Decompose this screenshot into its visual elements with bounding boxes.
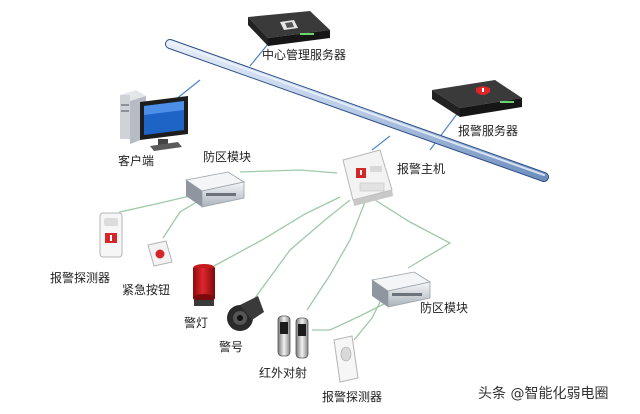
infrared-beam <box>277 315 309 359</box>
zone-module-2-label: 防区模块 <box>420 301 469 315</box>
wire-zone-module-2-detector <box>353 297 383 341</box>
zone-module-1-label: 防区模块 <box>203 150 252 164</box>
pir-lens-icon <box>340 346 352 362</box>
emergency-button <box>147 240 173 267</box>
alarm-host <box>342 149 393 206</box>
alarm-shield-icon <box>476 86 490 95</box>
siren <box>227 296 264 331</box>
zone-module-1 <box>184 171 246 208</box>
panic-button-icon <box>155 249 165 259</box>
alarm-server-label: 报警服务器 <box>458 124 519 138</box>
center-server <box>248 11 330 46</box>
alarm-detector-1-label: 报警探测器 <box>50 271 111 285</box>
network-bus <box>165 39 549 182</box>
wiring <box>112 169 452 341</box>
alarm-host-label: 报警主机 <box>397 162 446 176</box>
center-server-label: 中心管理服务器 <box>262 48 347 62</box>
client-computer <box>120 90 188 151</box>
wire-host-zone-module-1 <box>239 169 338 174</box>
wire-zone-module-1-detector <box>112 195 191 225</box>
alarm-detector-2-label: 报警探测器 <box>322 390 383 404</box>
server-logo-icon <box>280 20 298 30</box>
alarm-host-badge-icon <box>356 168 366 178</box>
alarm-detector-2 <box>333 335 359 383</box>
wire-host-siren <box>251 199 351 303</box>
wire-zone-module-2-beam <box>312 299 393 331</box>
siren-label: 警号 <box>219 340 244 354</box>
wire-host-zone-module-2 <box>374 199 452 269</box>
emergency-button-label: 紧急按钮 <box>122 283 171 297</box>
client-label: 客户端 <box>118 154 155 168</box>
infrared-beam-label: 红外对射 <box>259 366 308 380</box>
alarm-server <box>432 80 522 117</box>
zone-module-2 <box>370 271 432 308</box>
alarm-detector-1 <box>99 212 123 258</box>
link-alarm-host <box>371 135 391 151</box>
wire-host-light <box>213 196 341 267</box>
detector-alert-icon <box>105 233 117 243</box>
alarm-light <box>193 264 215 306</box>
alarm-light-label: 警灯 <box>184 316 209 330</box>
wire-zone-module-1-button <box>162 199 201 239</box>
watermark: 头条 @智能化弱电圈 <box>478 386 609 402</box>
wire-host-beam <box>306 201 366 311</box>
monitor-icon <box>140 96 188 151</box>
